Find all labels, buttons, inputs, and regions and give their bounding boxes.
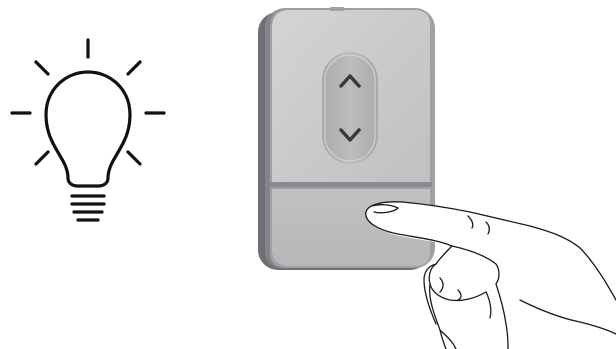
switch-divider — [270, 182, 432, 187]
rocker-button[interactable] — [322, 52, 378, 164]
switch-top-notch — [330, 7, 344, 11]
hand-shape — [366, 202, 616, 349]
light-bulb-icon — [12, 40, 164, 220]
pointing-hand-icon — [366, 202, 616, 349]
bulb-base — [72, 196, 104, 220]
light-rays — [12, 40, 164, 164]
bulb-glass — [46, 72, 130, 186]
